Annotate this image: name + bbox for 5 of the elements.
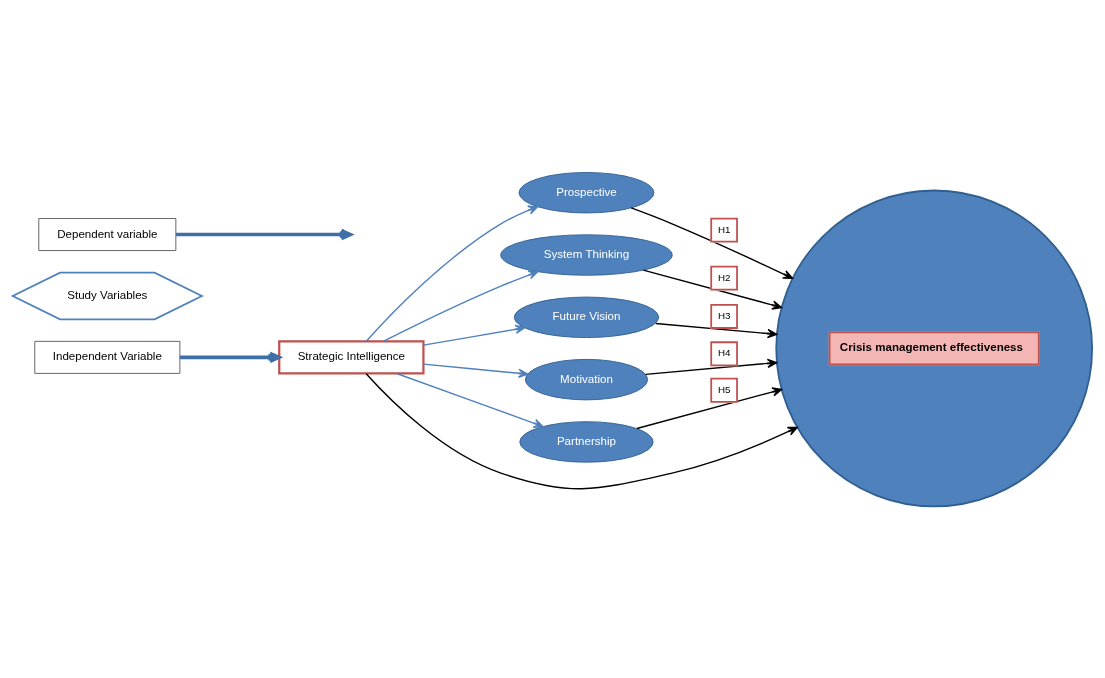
edge-label: H4 bbox=[717, 346, 731, 358]
edge-label: H1 bbox=[717, 223, 731, 235]
edge-label: H5 bbox=[717, 383, 731, 395]
edge-label: H3 bbox=[717, 309, 731, 321]
edge-label: H2 bbox=[717, 271, 731, 283]
